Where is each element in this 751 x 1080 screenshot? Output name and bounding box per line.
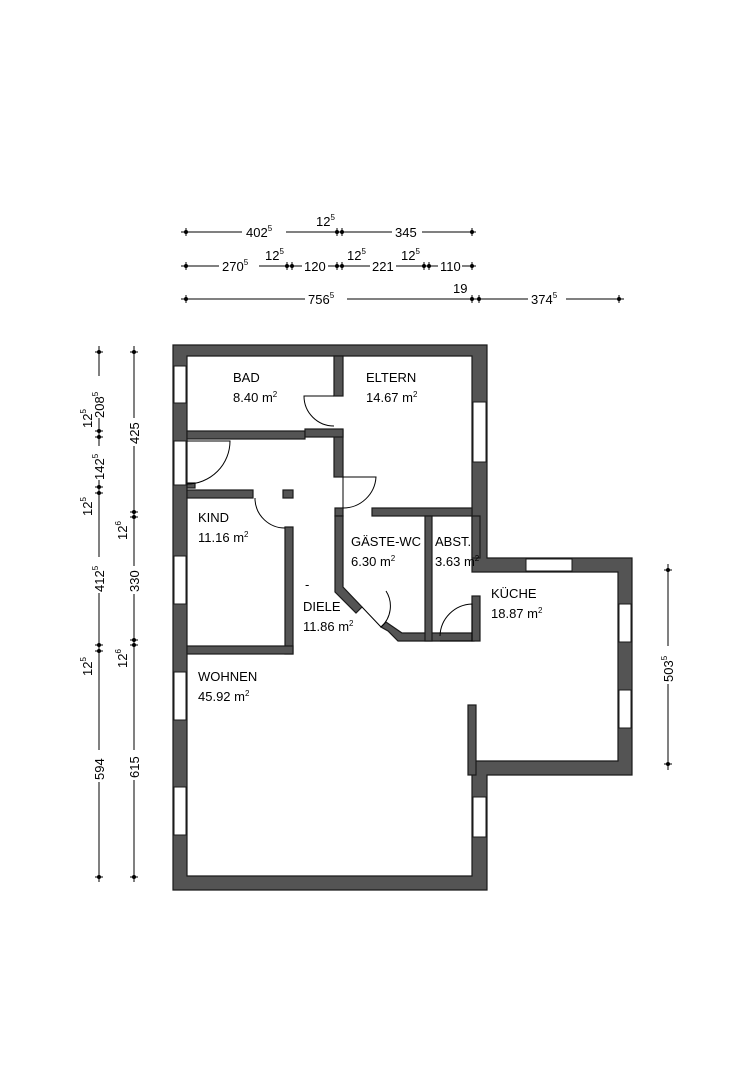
room-kind: KIND 11.16 m2	[198, 510, 249, 545]
room-gaeste-wc: GÄSTE-WC 6.30 m2	[351, 534, 421, 569]
door-kind	[254, 498, 286, 529]
door-abst	[439, 603, 473, 642]
room-area: 8.40 m2	[233, 390, 278, 405]
wall-kind-bottom	[186, 645, 294, 655]
dim-label: 345	[395, 225, 417, 240]
room-name: WOHNEN	[198, 669, 257, 684]
exterior-wall	[172, 344, 633, 891]
dim-label: 425	[127, 422, 142, 444]
window-wohnen-right	[472, 796, 487, 838]
window-flur	[173, 440, 187, 486]
room-bad: BAD 8.40 m2	[233, 370, 278, 405]
dim-label: 19	[453, 281, 467, 296]
dim-ticks	[95, 350, 103, 879]
windows	[173, 365, 632, 838]
wall-bad-bottom-right	[304, 428, 344, 438]
room-area: 18.87 m2	[491, 606, 543, 621]
window-wohnen-2	[173, 786, 187, 836]
dim-label: 3745	[531, 291, 558, 307]
doors	[186, 395, 473, 642]
dim-label: 615	[127, 756, 142, 778]
room-name: KÜCHE	[491, 586, 537, 601]
dim-ticks	[130, 350, 138, 879]
room-area: 14.67 m2	[366, 390, 418, 405]
dim-label: 4125	[91, 565, 107, 592]
dim-ticks	[184, 295, 621, 303]
room-kueche: KÜCHE 18.87 m2	[491, 586, 543, 621]
dim-label: 125	[316, 213, 335, 229]
window-wohnen-1	[173, 671, 187, 721]
dim-label: 221	[372, 259, 394, 274]
dim-label: 5035	[660, 655, 676, 682]
room-area: 11.16 m2	[198, 530, 249, 545]
room-labels: BAD 8.40 m2 ELTERN 14.67 m2 KIND 11.16 m…	[198, 370, 543, 704]
dim-label: 125	[79, 657, 95, 676]
wall-kind-top	[186, 489, 254, 499]
door-bad	[303, 395, 335, 427]
dim-label: 4025	[246, 224, 273, 240]
wall-eltern-bottom-left	[334, 507, 344, 517]
room-area: 3.63 m2	[435, 554, 480, 569]
dim-label: 125	[401, 247, 420, 263]
dim-label: 7565	[308, 291, 335, 307]
wall-wc-abst	[424, 515, 433, 642]
wall-bad-bottom	[186, 430, 306, 440]
dimensions-left: 2085 125 1425 125 4125 125 594 425 126 3…	[79, 346, 142, 882]
exterior-walls	[172, 344, 633, 891]
dim-label: 125	[347, 247, 366, 263]
window-kueche-right-2	[618, 689, 632, 729]
wall-kueche-left	[471, 595, 481, 642]
wall-abst-right	[471, 515, 481, 559]
window-kueche-top	[525, 558, 573, 572]
dimensions-right: 5035	[660, 564, 676, 770]
dim-label: 330	[127, 570, 142, 592]
door-eltern	[342, 476, 377, 509]
room-name: BAD	[233, 370, 260, 385]
window-bad	[173, 365, 187, 404]
wall-kind-right	[284, 526, 294, 655]
room-name: KIND	[198, 510, 229, 525]
wall-wohnen-kueche	[467, 704, 477, 776]
room-name: DIELE	[303, 599, 341, 614]
room-name: GÄSTE-WC	[351, 534, 421, 549]
door-wc	[361, 590, 391, 628]
room-area: 6.30 m2	[351, 554, 396, 569]
dim-ticks	[184, 228, 474, 236]
interior-walls	[186, 355, 481, 776]
dim-label: 125	[265, 247, 284, 263]
dim-label: 126	[114, 521, 130, 540]
wall-flur-bottom	[186, 482, 196, 489]
dim-label: 594	[92, 758, 107, 780]
room-diele: - DIELE 11.86 m2	[303, 577, 354, 634]
room-abst: ABST. 3.63 m2	[435, 534, 480, 569]
room-wohnen: WOHNEN 45.92 m2	[198, 669, 257, 704]
room-eltern: ELTERN 14.67 m2	[366, 370, 418, 405]
wall-kind-top-right	[282, 489, 294, 499]
dim-label: 125	[79, 497, 95, 516]
room-name: ABST.	[435, 534, 471, 549]
dim-label: 2705	[222, 258, 249, 274]
dim-ticks	[664, 568, 672, 766]
room-area: 11.86 m2	[303, 619, 354, 634]
dim-label: 120	[304, 259, 326, 274]
dim-label: 110	[440, 259, 461, 274]
diele-mark: -	[305, 577, 309, 592]
dimensions-top: 4025 125 345 2705 125 120 125 221 125 11…	[181, 213, 624, 307]
room-name: ELTERN	[366, 370, 416, 385]
wall-eltern-bottom	[371, 507, 473, 517]
window-eltern	[472, 401, 487, 463]
dim-label: 2085	[91, 391, 107, 418]
window-kueche-right-1	[618, 603, 632, 643]
dim-label: 1425	[91, 453, 107, 480]
window-kind	[173, 555, 187, 605]
door-flur	[186, 440, 231, 485]
dim-label: 126	[114, 649, 130, 668]
room-area: 45.92 m2	[198, 689, 250, 704]
wall-bad-eltern	[333, 355, 344, 397]
dim-label: 125	[79, 409, 95, 428]
dim-ticks	[184, 262, 474, 270]
